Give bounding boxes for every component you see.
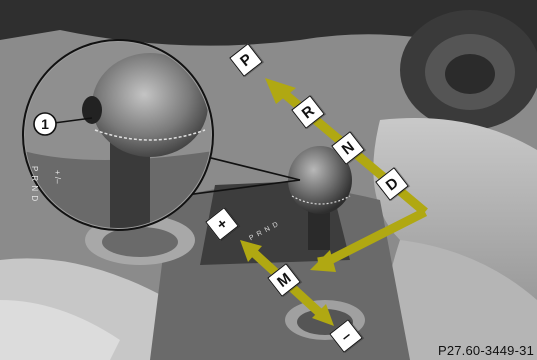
- inset-plus-minus-label: + /–: [53, 170, 62, 184]
- figure-code: P27.60-3449-31: [438, 343, 534, 358]
- callout-number: 1: [38, 116, 52, 132]
- inset-gate-label: P R N D: [30, 166, 39, 202]
